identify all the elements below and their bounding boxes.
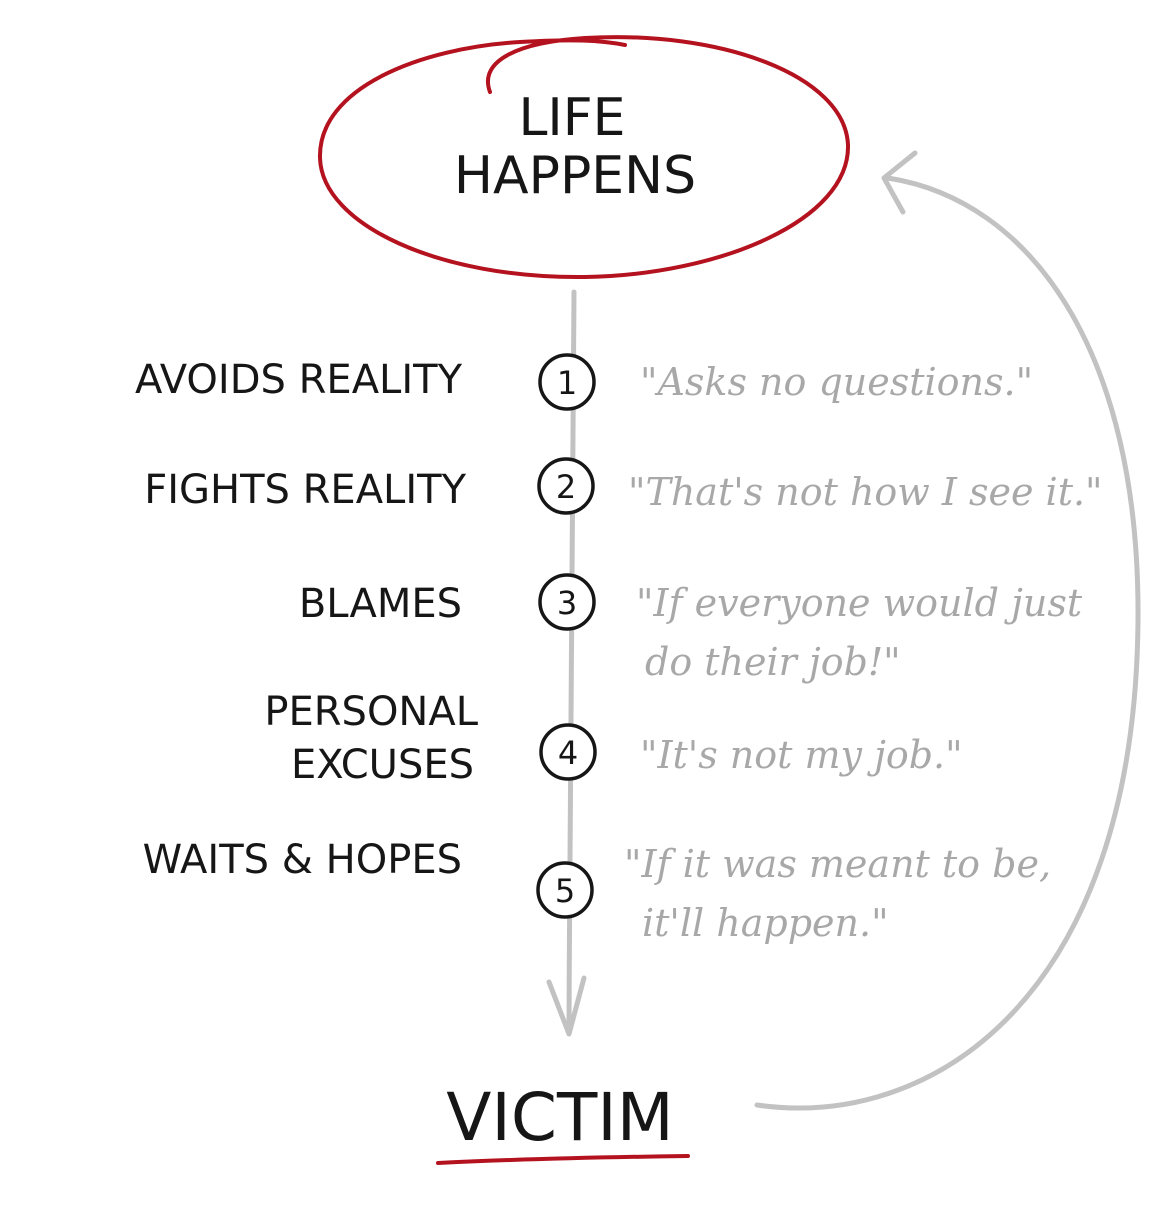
step-5-quote-line-2: it'll happen." [642, 901, 889, 945]
step-5-label: WAITS & HOPES [143, 837, 462, 883]
outcome-label: VICTIM [446, 1079, 673, 1156]
step-1-number: 1 [557, 364, 577, 402]
step-4: PERSONAL EXCUSES 4 "It's not my job." [264, 689, 962, 788]
step-1-quote: "Asks no questions." [640, 360, 1033, 404]
step-4-quote: "It's not my job." [640, 733, 963, 777]
title-line-2: HAPPENS [454, 146, 696, 206]
step-3-quote-line-2: do their job!" [645, 640, 901, 684]
step-2: FIGHTS REALITY 2 "That's not how I see i… [144, 457, 1103, 515]
step-5-number: 5 [555, 872, 575, 910]
step-5-quote-line-1: "If it was meant to be, [624, 842, 1051, 886]
step-1-number-circle [538, 353, 596, 411]
step-5-number-circle [536, 861, 594, 919]
return-loop-arrow [754, 150, 1141, 1111]
step-3-quote-line-1: "If everyone would just [636, 581, 1083, 625]
step-5: WAITS & HOPES 5 "If it was meant to be, … [143, 837, 1051, 945]
step-3-number-circle [538, 573, 596, 631]
step-4-number-circle [539, 723, 597, 781]
step-2-number-circle [537, 457, 595, 515]
step-2-number: 2 [556, 468, 576, 506]
step-3: BLAMES 3 "If everyone would just do thei… [299, 573, 1083, 684]
title-line-1: LIFE [518, 88, 625, 148]
step-3-number: 3 [557, 584, 577, 622]
outcome-underline [436, 1154, 690, 1165]
step-3-label: BLAMES [299, 581, 462, 627]
step-2-quote: "That's not how I see it." [628, 470, 1103, 514]
step-4-number: 4 [558, 734, 578, 772]
step-1-label: AVOIDS REALITY [135, 357, 463, 403]
step-1: AVOIDS REALITY 1 "Asks no questions." [135, 353, 1033, 411]
step-2-label: FIGHTS REALITY [144, 467, 466, 513]
life-happens-ellipse [317, 35, 851, 280]
step-4-label-line-1: PERSONAL [264, 689, 478, 735]
step-4-label-line-2: EXCUSES [291, 742, 474, 788]
